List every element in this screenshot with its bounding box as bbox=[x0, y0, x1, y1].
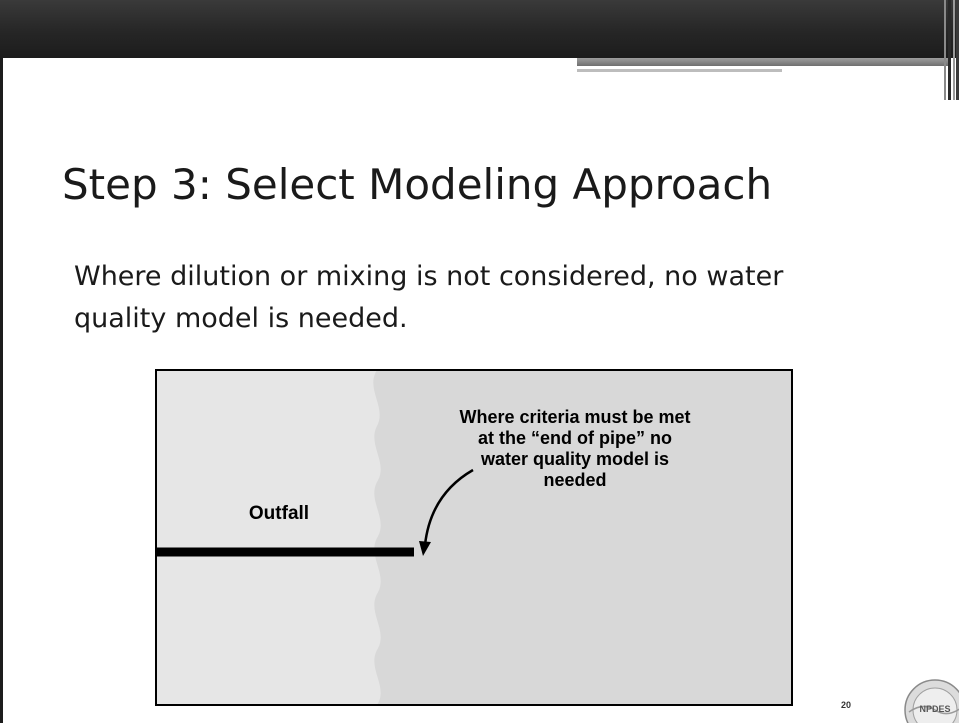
slide-left-border bbox=[0, 0, 3, 723]
outfall-diagram: Outfall Where criteria must be met at th… bbox=[155, 369, 793, 706]
diagram-border bbox=[155, 369, 793, 706]
end-of-pipe-callout: Where criteria must be met at the “end o… bbox=[459, 407, 691, 490]
callout-arrowhead bbox=[419, 541, 431, 556]
slide-title: Step 3: Select Modeling Approach bbox=[62, 160, 773, 209]
outfall-label: Outfall bbox=[248, 503, 310, 524]
outfall-diagram-graphic bbox=[155, 369, 793, 706]
header-accent-line bbox=[577, 69, 782, 72]
callout-arrow bbox=[423, 468, 474, 546]
header-accent-bar bbox=[577, 58, 949, 66]
water-area bbox=[373, 370, 792, 705]
header-bar bbox=[0, 0, 959, 58]
right-edge-stripes bbox=[944, 0, 959, 100]
slide-body-text: Where dilution or mixing is not consider… bbox=[74, 261, 784, 334]
npdes-logo: NPDES bbox=[899, 672, 959, 723]
page-number: 20 bbox=[840, 700, 851, 710]
svg-text:NPDES: NPDES bbox=[919, 704, 950, 714]
